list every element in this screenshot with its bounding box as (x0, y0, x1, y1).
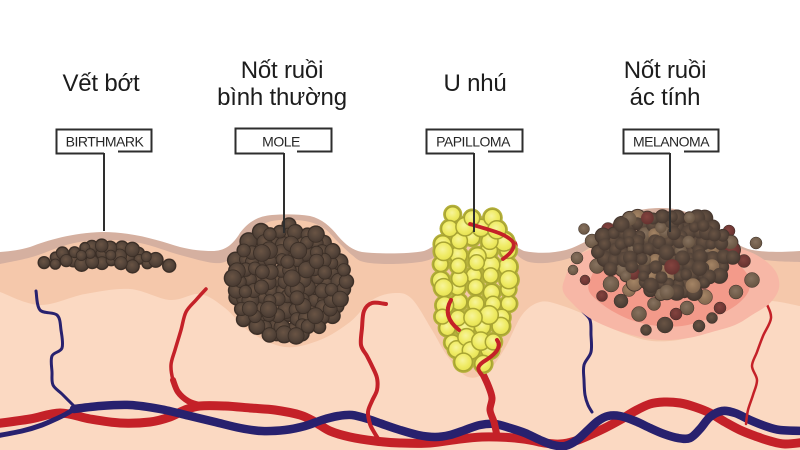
svg-text:BIRTHMARK: BIRTHMARK (66, 134, 145, 150)
svg-text:MOLE: MOLE (262, 134, 300, 150)
svg-text:PAPILLOMA: PAPILLOMA (436, 134, 511, 150)
svg-text:MELANOMA: MELANOMA (633, 134, 710, 150)
